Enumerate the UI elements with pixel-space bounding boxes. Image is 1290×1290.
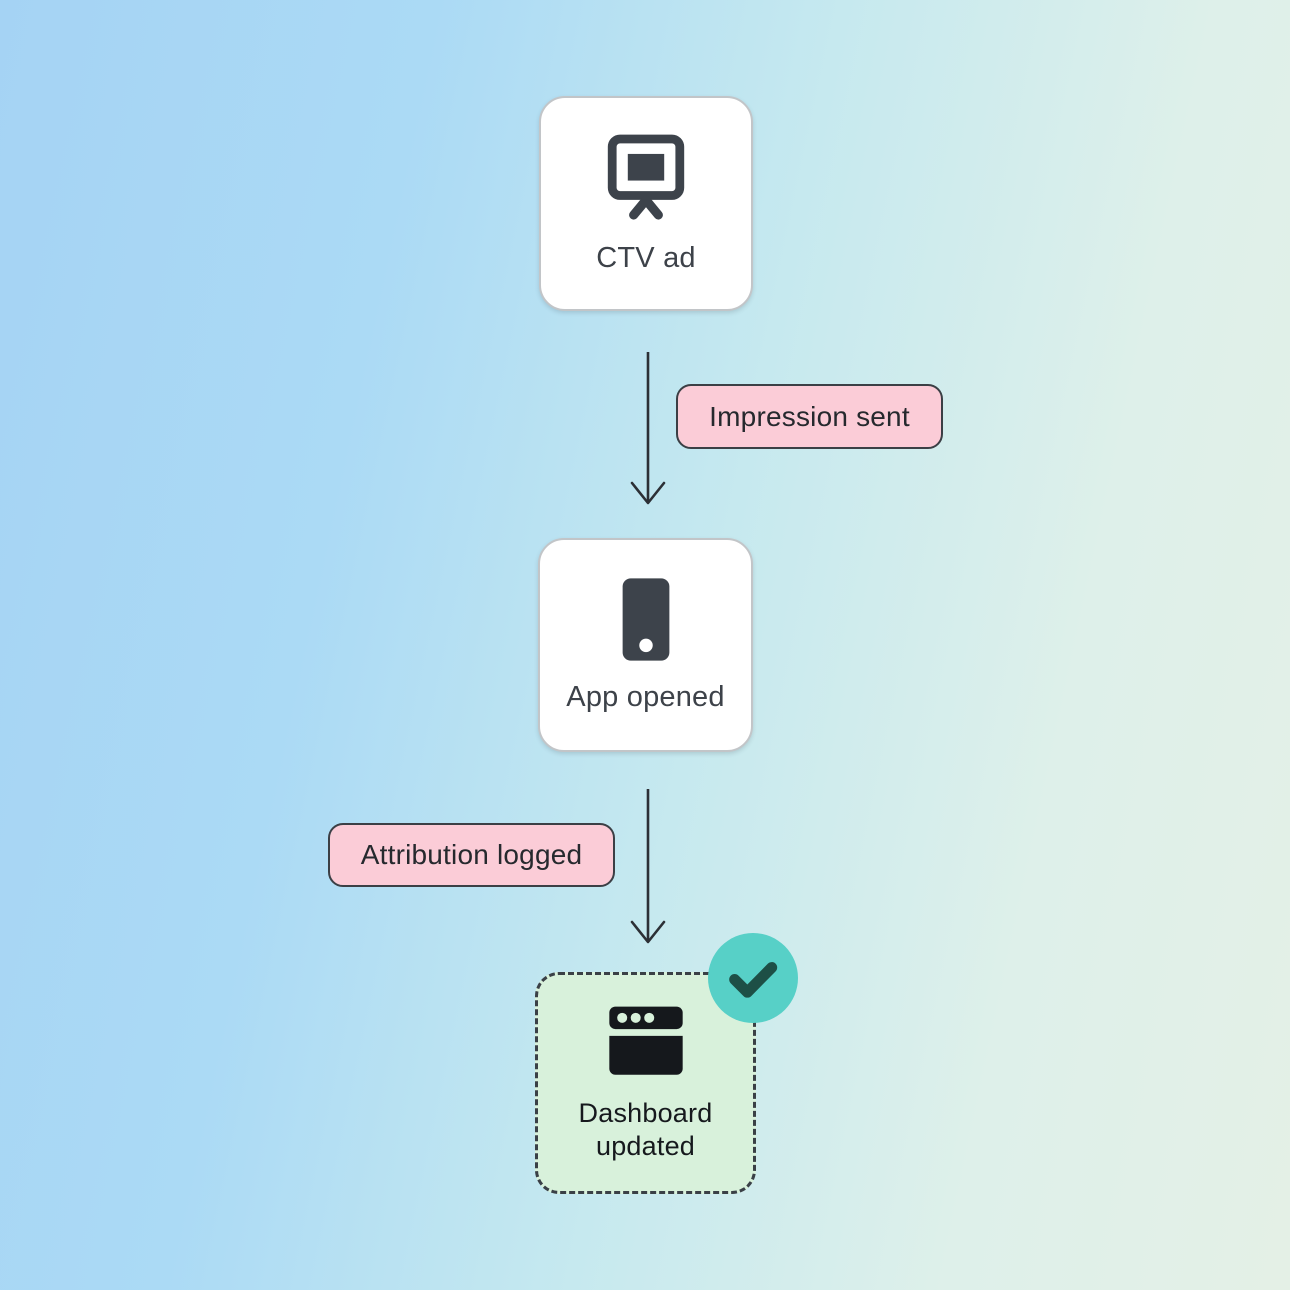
- check-icon: [708, 933, 798, 1023]
- node-dashboard-updated: Dashboard updated: [535, 972, 756, 1194]
- node-label-app-opened: App opened: [566, 680, 725, 713]
- browser-window-icon: [607, 1004, 685, 1083]
- tv-presentation-icon: [607, 133, 685, 226]
- node-label-ctv-ad: CTV ad: [596, 241, 696, 274]
- arrow-down-1: [630, 352, 666, 505]
- edge-label-impression-sent: Impression sent: [676, 384, 943, 449]
- arrow-down-2: [630, 789, 666, 944]
- node-app-opened: App opened: [538, 538, 753, 752]
- smartphone-icon: [621, 577, 671, 667]
- edge-label-attribution-logged: Attribution logged: [328, 823, 615, 887]
- node-ctv-ad: CTV ad: [539, 96, 753, 311]
- node-label-dashboard-updated: Dashboard updated: [578, 1097, 713, 1161]
